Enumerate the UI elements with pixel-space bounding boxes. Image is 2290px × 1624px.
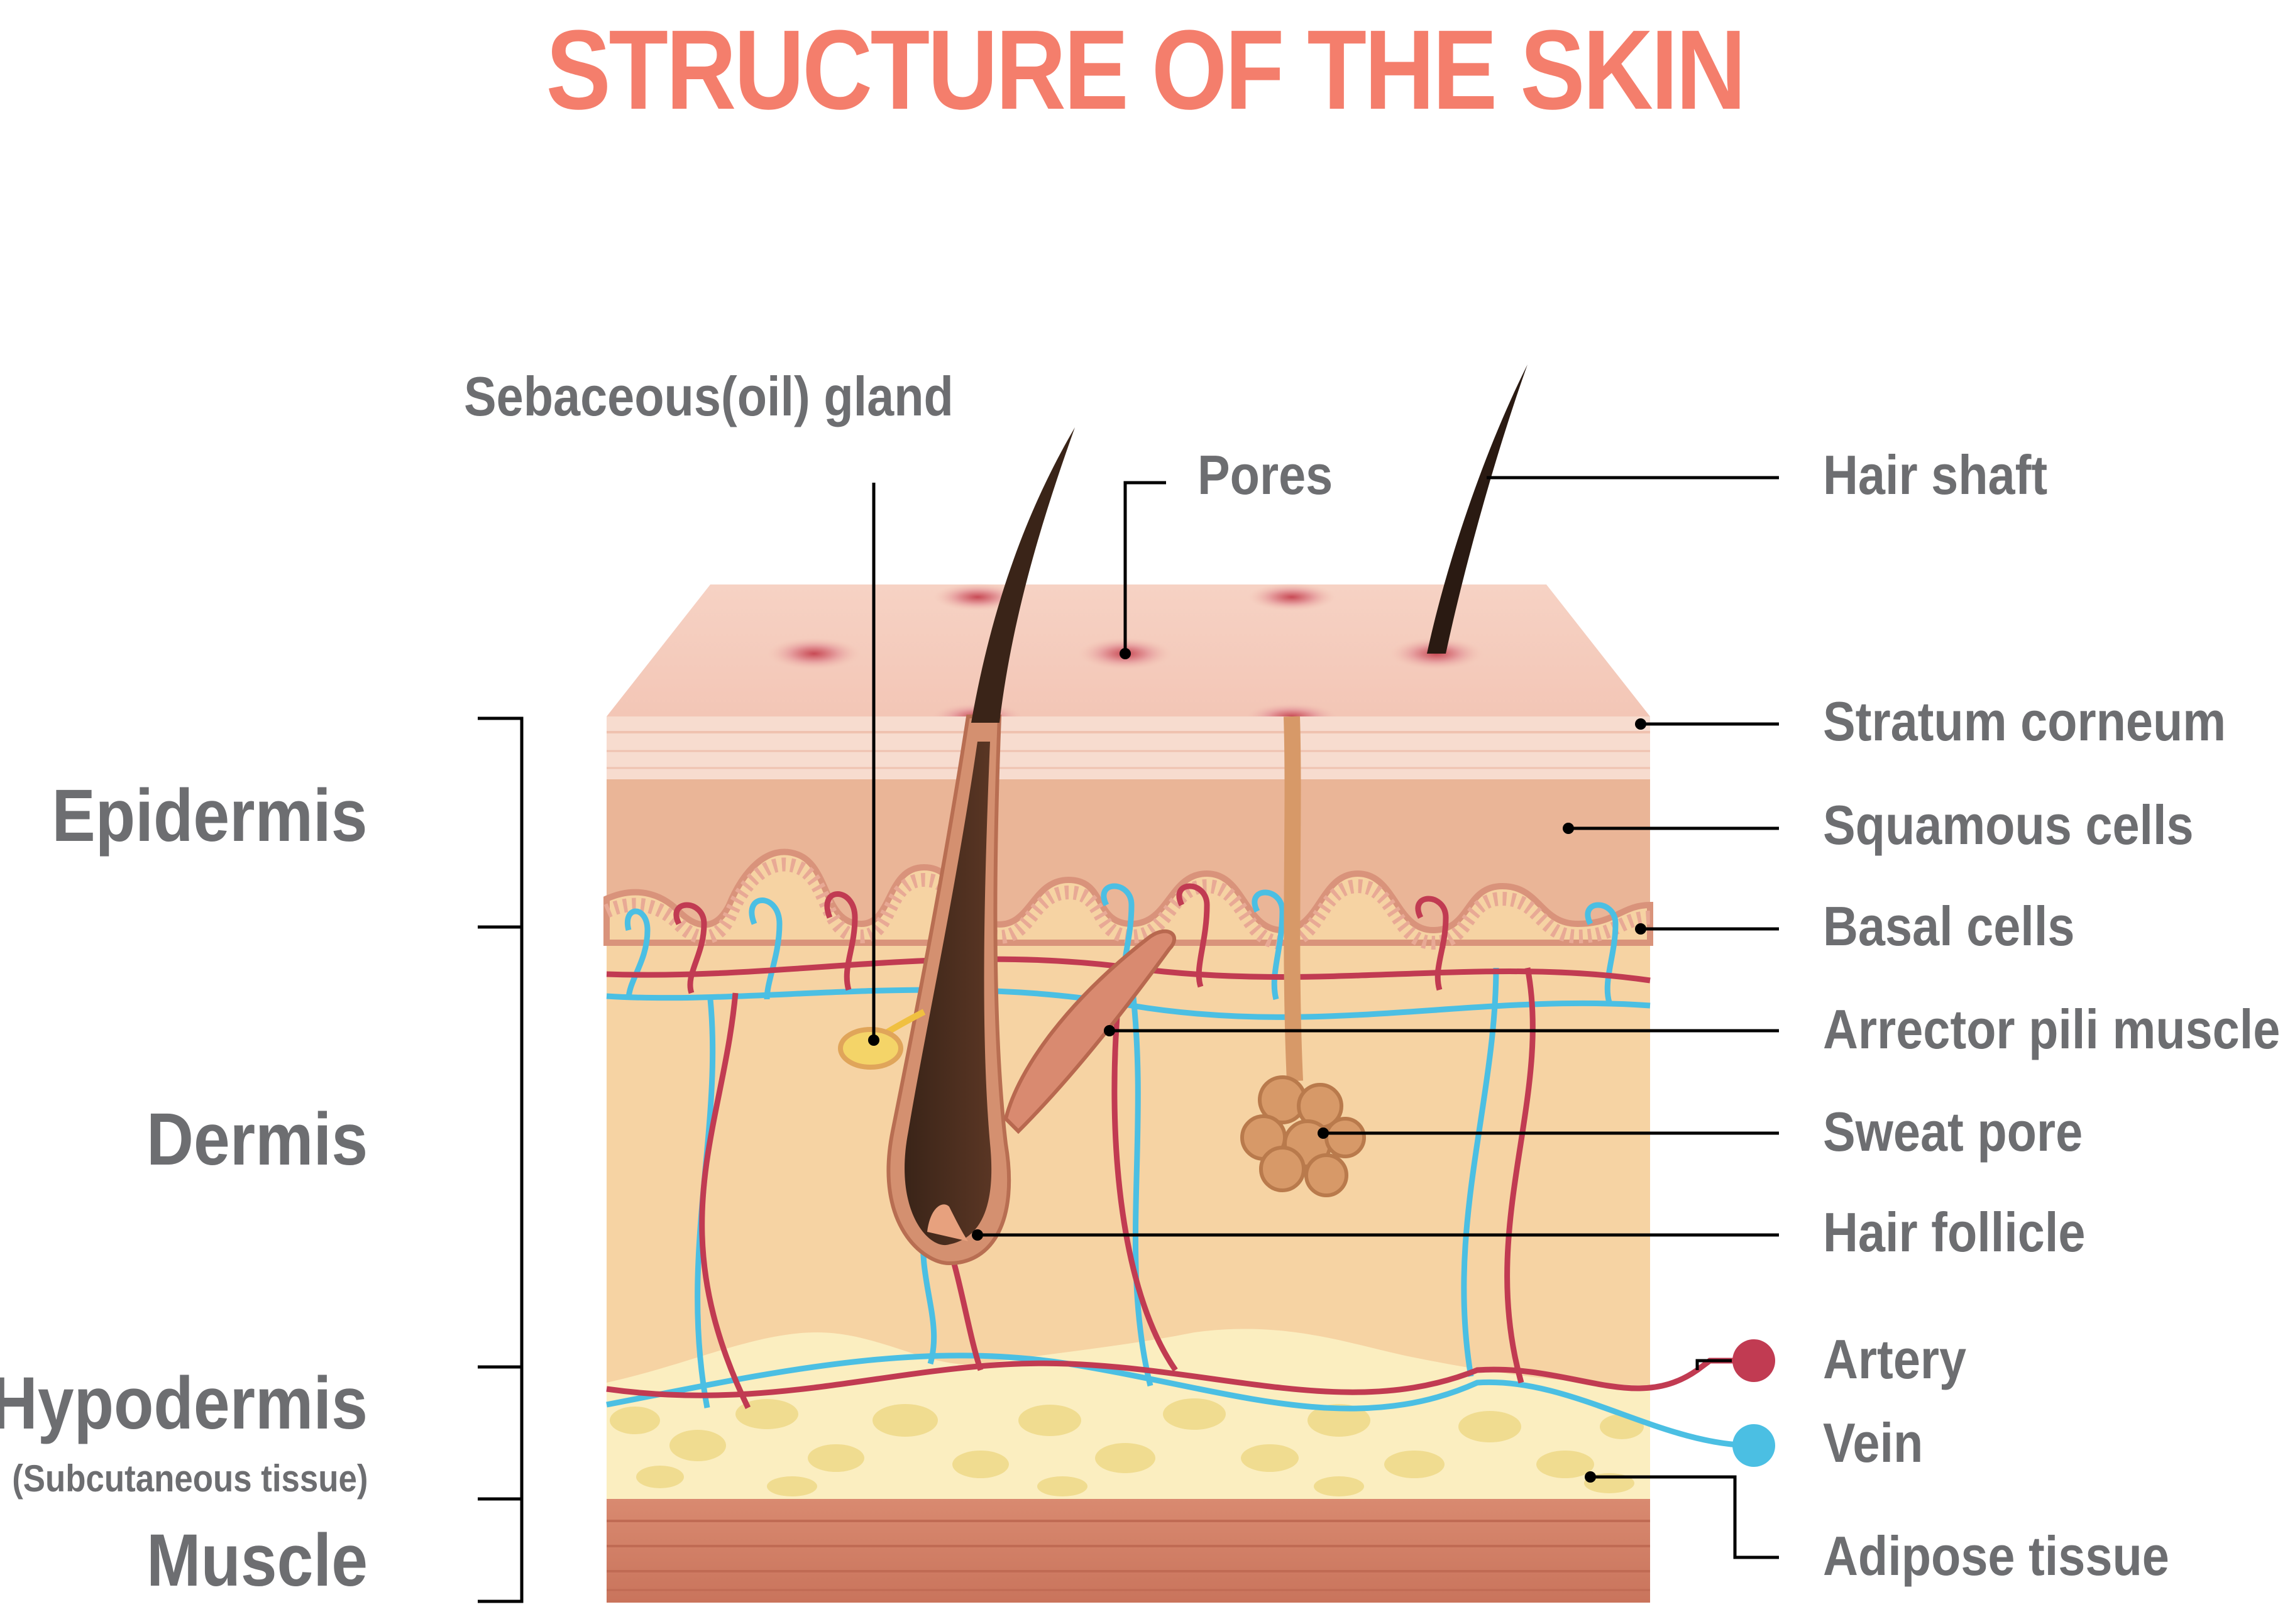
stratum-corneum-layer: [607, 716, 1650, 779]
fat-cells: [610, 1398, 1644, 1496]
layer-hypodermis: Hypodermis: [0, 1362, 368, 1445]
pore: [767, 637, 861, 670]
hypodermis-layer: [607, 1329, 1650, 1499]
label-vein: Vein: [1823, 1412, 1924, 1474]
label-sebaceous-gland: Sebaceous(oil) gland: [464, 365, 954, 427]
layer-epidermis: Epidermis: [52, 774, 368, 857]
sweat-gland-coil: [1240, 1075, 1366, 1197]
hair-shaft-right: [1427, 365, 1528, 654]
sweat-duct: [1284, 716, 1303, 1082]
pore: [1248, 583, 1336, 611]
arrector-pili-muscle: [1003, 929, 1176, 1134]
muscle-layer: [607, 1499, 1650, 1603]
label-arrector-pili-muscle: Arrector pili muscle: [1823, 998, 2281, 1060]
basal-cell-layer: [603, 848, 1653, 946]
label-hair-shaft: Hair shaft: [1823, 444, 2048, 506]
layer-dermis: Dermis: [146, 1098, 368, 1181]
label-adipose-tissue: Adipose tissue: [1823, 1525, 2169, 1587]
diagram-title: STRUCTURE OF THE SKIN: [546, 7, 1746, 133]
layer-muscle: Muscle: [146, 1519, 368, 1602]
label-hair-follicle: Hair follicle: [1823, 1201, 2086, 1263]
vein-marker: [1732, 1424, 1775, 1467]
layer-hypodermis-subtitle: (Subcutaneous tissue): [11, 1457, 368, 1500]
label-squamous-cells: Squamous cells: [1823, 794, 2194, 856]
label-stratum-corneum: Stratum corneum: [1823, 690, 2227, 752]
hair-shaft-left: [971, 427, 1075, 723]
leader-lines: [478, 476, 1779, 1603]
label-basal-cells: Basal cells: [1823, 895, 2075, 957]
sebaceous-gland: [838, 1027, 903, 1070]
label-pores: Pores: [1197, 444, 1333, 506]
artery-marker: [1732, 1339, 1775, 1382]
label-artery: Artery: [1823, 1328, 1967, 1390]
hair-bulb-papilla: [927, 1204, 968, 1241]
hair-root: [905, 742, 992, 1246]
label-sweat-pore: Sweat pore: [1823, 1100, 2083, 1163]
